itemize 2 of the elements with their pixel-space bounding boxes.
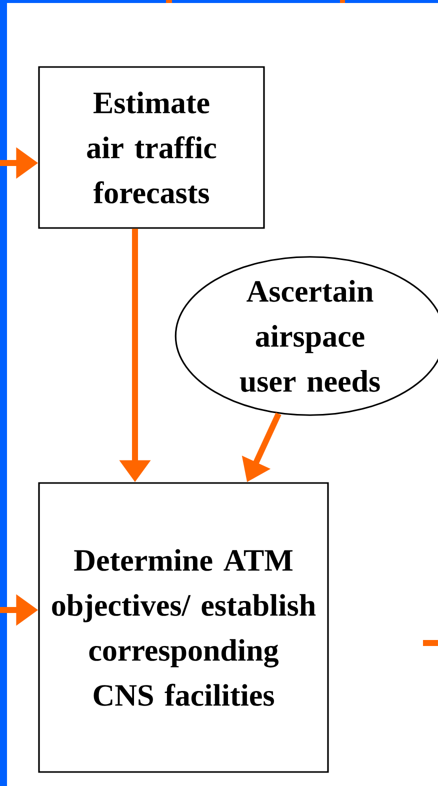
process-box: Determine ATM objectives/ establish corresponding CNS facilities [38, 482, 329, 773]
process-box: Estimate air traffic forecasts [38, 66, 265, 229]
